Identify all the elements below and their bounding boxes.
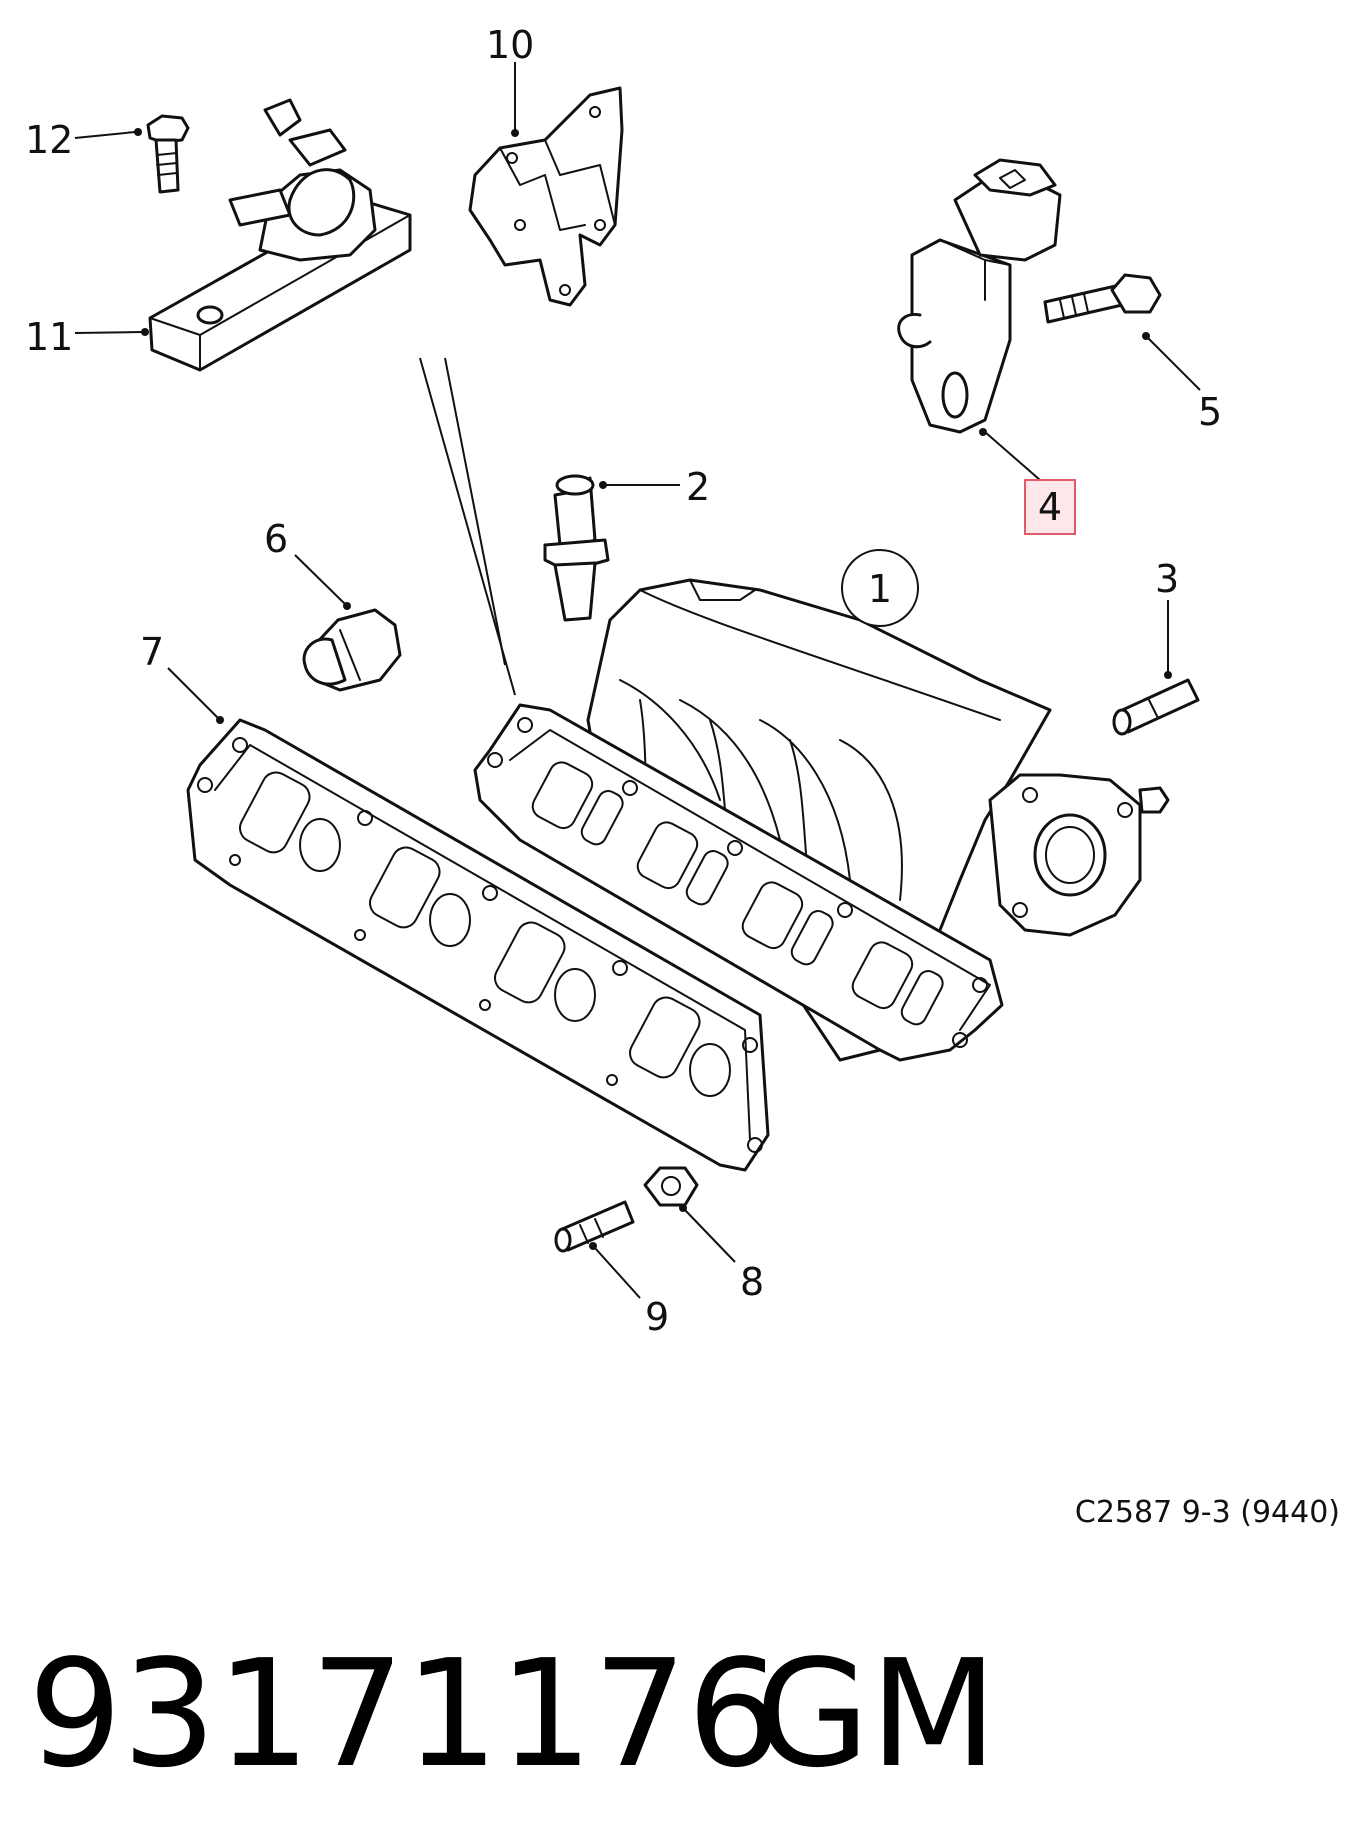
callout-11: 11 [25,315,73,359]
callout-4-highlight-box [1024,479,1076,535]
guide-lines [419,357,516,696]
callout-5: 5 [1198,390,1222,434]
part-number: 93171176 [28,1628,781,1800]
callout-leaders [74,62,1201,1299]
part-5-bolt [1043,273,1162,324]
part-8-nut [643,1166,699,1207]
callout-9: 9 [645,1295,669,1339]
brand-name: GM [755,1628,997,1800]
callout-7: 7 [140,630,164,674]
callout-8: 8 [740,1260,764,1304]
callout-12: 12 [25,118,73,162]
callout-1-circle [841,549,919,627]
part-10-bracket [468,86,624,307]
callout-4: 4 [1038,485,1062,529]
callout-10: 10 [486,23,534,67]
part-9-stud [554,1200,635,1253]
part-2-stud [543,474,610,622]
part-6-cap [302,608,402,692]
part-12-bolt [146,114,190,194]
part-4-sensor [897,158,1062,434]
callout-3: 3 [1155,557,1179,601]
part-3-stud [1112,678,1200,736]
callout-labels: 12 11 10 2 1 4 5 3 6 7 8 9 [25,23,1222,1339]
part-7-gasket [186,718,770,1172]
callout-2: 2 [686,465,710,509]
part-1-intake-manifold [473,578,1170,1062]
callout-1: 1 [868,567,892,611]
callout-6: 6 [264,517,288,561]
part-11-clamp-bracket [148,98,412,372]
diagram-reference-code: C2587 9-3 (9440) [1075,1495,1340,1530]
